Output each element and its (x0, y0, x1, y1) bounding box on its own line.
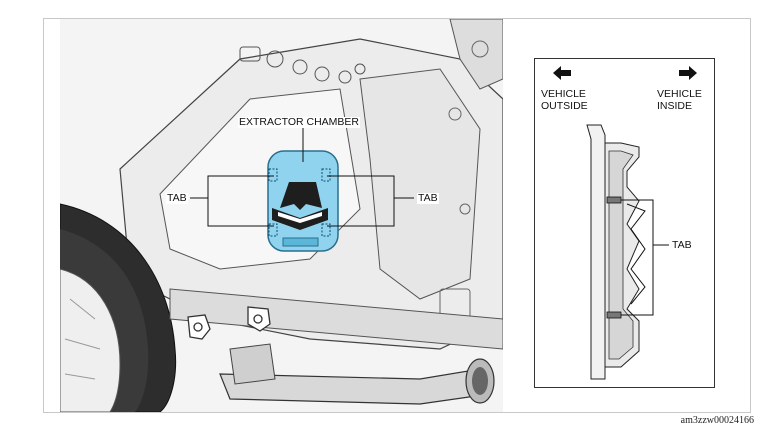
tab-right-label: TAB (417, 192, 439, 204)
extractor-chamber (267, 150, 339, 252)
figure-code: am3zzw00024166 (680, 415, 754, 426)
inset-tab-label: TAB (672, 239, 692, 251)
vehicle-outside-label-line2: OUTSIDE (541, 100, 588, 112)
vehicle-inside-label-line2: INSIDE (657, 100, 693, 112)
extractor-chamber-label: EXTRACTOR CHAMBER (238, 116, 360, 128)
tab-left-label: TAB (166, 192, 188, 204)
vehicle-inside-label-line1: VEHICLE (657, 88, 702, 100)
tab-left-bracket (207, 175, 274, 227)
inset-panel: VEHICLE OUTSIDE VEHICLE INSIDE TAB (534, 58, 715, 388)
arrow-left-icon (553, 66, 571, 80)
inset-cross-section (553, 66, 697, 380)
tab-right-bracket (327, 175, 395, 227)
arrow-right-icon (679, 66, 697, 80)
inset-tab-bracket (621, 199, 654, 316)
vehicle-outside-label-line1: VEHICLE (541, 88, 586, 100)
